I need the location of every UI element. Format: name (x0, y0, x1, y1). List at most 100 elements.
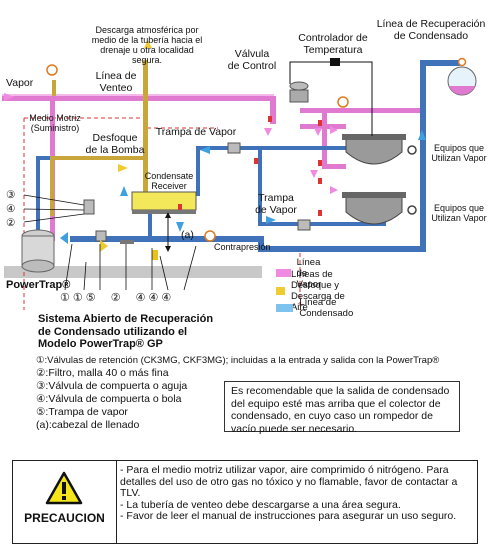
fill-head-arrow-bottom (165, 246, 171, 252)
pressure-gauge-2 (204, 230, 216, 242)
label-contrapresion: Contrapresión (214, 242, 271, 252)
cond-from-equip1 (196, 146, 386, 150)
label-vapor: Vapor (6, 77, 34, 89)
caution-title: PRECAUCION (24, 511, 105, 525)
label-desfoque: Desfoque de la Bomba (85, 132, 145, 156)
equipment-2-handle (407, 205, 417, 215)
steam-right-run (300, 108, 420, 113)
label-trampa-vapor-2: Trampa de Vapor (255, 192, 297, 216)
component-list: ①:Válvulas de retención (CK3MG, CKF3MG);… (36, 354, 439, 432)
vent-riser (143, 60, 148, 196)
legend-item-condensate: Línea de Condensado (276, 297, 362, 319)
list-item: ⑤:Trampa de vapor (36, 406, 128, 418)
legend-item-steam: Línea de Vapor (276, 257, 333, 290)
bottom-callout-numbers: ①①⑤ ② ④④④ (60, 292, 175, 304)
condensate-receiver-tank (131, 191, 197, 211)
vent-valve (152, 250, 158, 260)
equipment-2-lid (342, 192, 406, 198)
red-valves (178, 116, 322, 216)
note-text: Es recomendable que la salida de condens… (231, 385, 450, 435)
vent-top-down (52, 80, 56, 96)
list-item: ③:Válvula de compuerta o aguja (36, 380, 188, 392)
callout-leaders (23, 194, 197, 291)
equipment-1-lid (342, 134, 406, 140)
warning-icon (45, 471, 83, 505)
callout-2: ② (6, 217, 16, 229)
steam-flow-arrows (4, 93, 338, 194)
steam-trap-2 (297, 219, 311, 231)
label-valvula-control: Válvula de Control (227, 48, 277, 72)
list-item: ②:Filtro, malla 40 o más fina (36, 367, 169, 379)
label-condensate-receiver: Condensate Receiver (144, 171, 194, 191)
label-equipos-1: Equipos que Utilizan Vapor (431, 143, 487, 163)
control-valve-actuator (289, 81, 309, 91)
cond-riser-a (420, 62, 426, 252)
cond-vertical-mid (258, 146, 262, 226)
steam-drop-1 (270, 96, 276, 124)
steam-trap-1 (227, 142, 241, 154)
steam-main-pipe (2, 94, 274, 101)
piping-diagram-svg (2, 40, 477, 310)
fill-head-arrow-top (165, 212, 171, 218)
control-valve-body (289, 89, 309, 103)
vent-flow-arrows (100, 40, 152, 252)
pressure-gauge-3 (337, 96, 349, 108)
label-descarga: Descarga atmosférica por medio de la tub… (91, 25, 203, 65)
caution-header: PRECAUCION (13, 461, 117, 543)
label-trampa-vapor-1: Trampa de Vapor (155, 126, 237, 138)
list-item: ①:Válvulas de retención (CK3MG, CKF3MG);… (36, 355, 440, 366)
callout-4: ④ (6, 203, 16, 215)
vent-to-pump (50, 156, 54, 216)
caution-line: - Para el medio motriz utilizar vapor, a… (120, 464, 458, 499)
valve-check-1 (95, 230, 107, 242)
label-linea-recuperacion: Línea de Recuperación de Condensado (376, 18, 486, 42)
label-medio-motriz: Medio Motriz (Suministro) (29, 113, 81, 133)
cond-from-equip2 (258, 222, 386, 226)
equipment-1-vessel (345, 137, 403, 165)
collection-tank-fill (449, 86, 475, 95)
caution-text: - Para el medio motriz utilizar vapor, a… (120, 464, 472, 523)
caution-line: - La tubería de venteo debe descargarse … (120, 498, 401, 511)
list-item: (a):cabezal de llenado (36, 419, 140, 431)
label-a: (a) (181, 229, 194, 241)
powertrap-pump-bottom (21, 259, 55, 273)
strainer (83, 199, 95, 215)
label-linea-venteo: Línea de Venteo (95, 70, 137, 94)
tank-gauge (457, 57, 467, 67)
legend-swatch-vent (276, 287, 285, 295)
legend-swatch-condensate (276, 304, 294, 312)
callout-3: ③ (6, 189, 16, 201)
label-equipos-2: Equipos que Utilizan Vapor (431, 203, 487, 223)
cond-down-to-receiver (196, 146, 200, 196)
label-controlador: Controlador de Temperatura (298, 32, 368, 56)
pressure-gauge-1 (46, 64, 58, 76)
steam-branch-2 (322, 164, 346, 169)
legend-item-vent: Líneas de Desfoque y Descarga de Aire (276, 269, 349, 313)
system-title: Sistema Abierto de Recuperación de Conde… (38, 313, 214, 350)
legend-swatch-steam (276, 269, 291, 277)
cond-riser-left (258, 236, 264, 252)
steam-branch-1 (300, 124, 346, 129)
label-powertrap: PowerTrap® (6, 279, 71, 291)
piping-diagram: Descarga atmosférica por medio de la tub… (2, 18, 487, 310)
cond-return-long (260, 246, 426, 252)
vent-horiz (50, 156, 145, 160)
equipment-2-vessel (345, 195, 403, 225)
cond-top-to-receiver (36, 156, 50, 160)
caution-box: PRECAUCION - Para el medio motriz utiliz… (12, 460, 478, 544)
list-item: ④:Válvula de compuerta o bola (36, 393, 182, 405)
steam-main-pipe-shade (2, 94, 274, 96)
legend-label: Línea de Condensado (299, 297, 354, 319)
cond-receiver-drop (148, 206, 152, 240)
caution-line: - Favor de leer el manual de instruccion… (120, 510, 457, 522)
legend-label: Líneas de Desfoque y Descarga de Aire (290, 269, 345, 313)
cond-pump-up (36, 160, 40, 240)
steam-drop-2 (322, 108, 327, 168)
equipment-1-handle (407, 145, 417, 155)
cond-top-run (420, 60, 460, 66)
legend-label: Línea de Vapor (296, 256, 322, 290)
temp-controller-line (289, 61, 373, 136)
note-box: Es recomendable que la salida de condens… (224, 381, 460, 435)
condensate-receiver-base (132, 210, 196, 214)
cond-recovery-main (70, 236, 260, 242)
